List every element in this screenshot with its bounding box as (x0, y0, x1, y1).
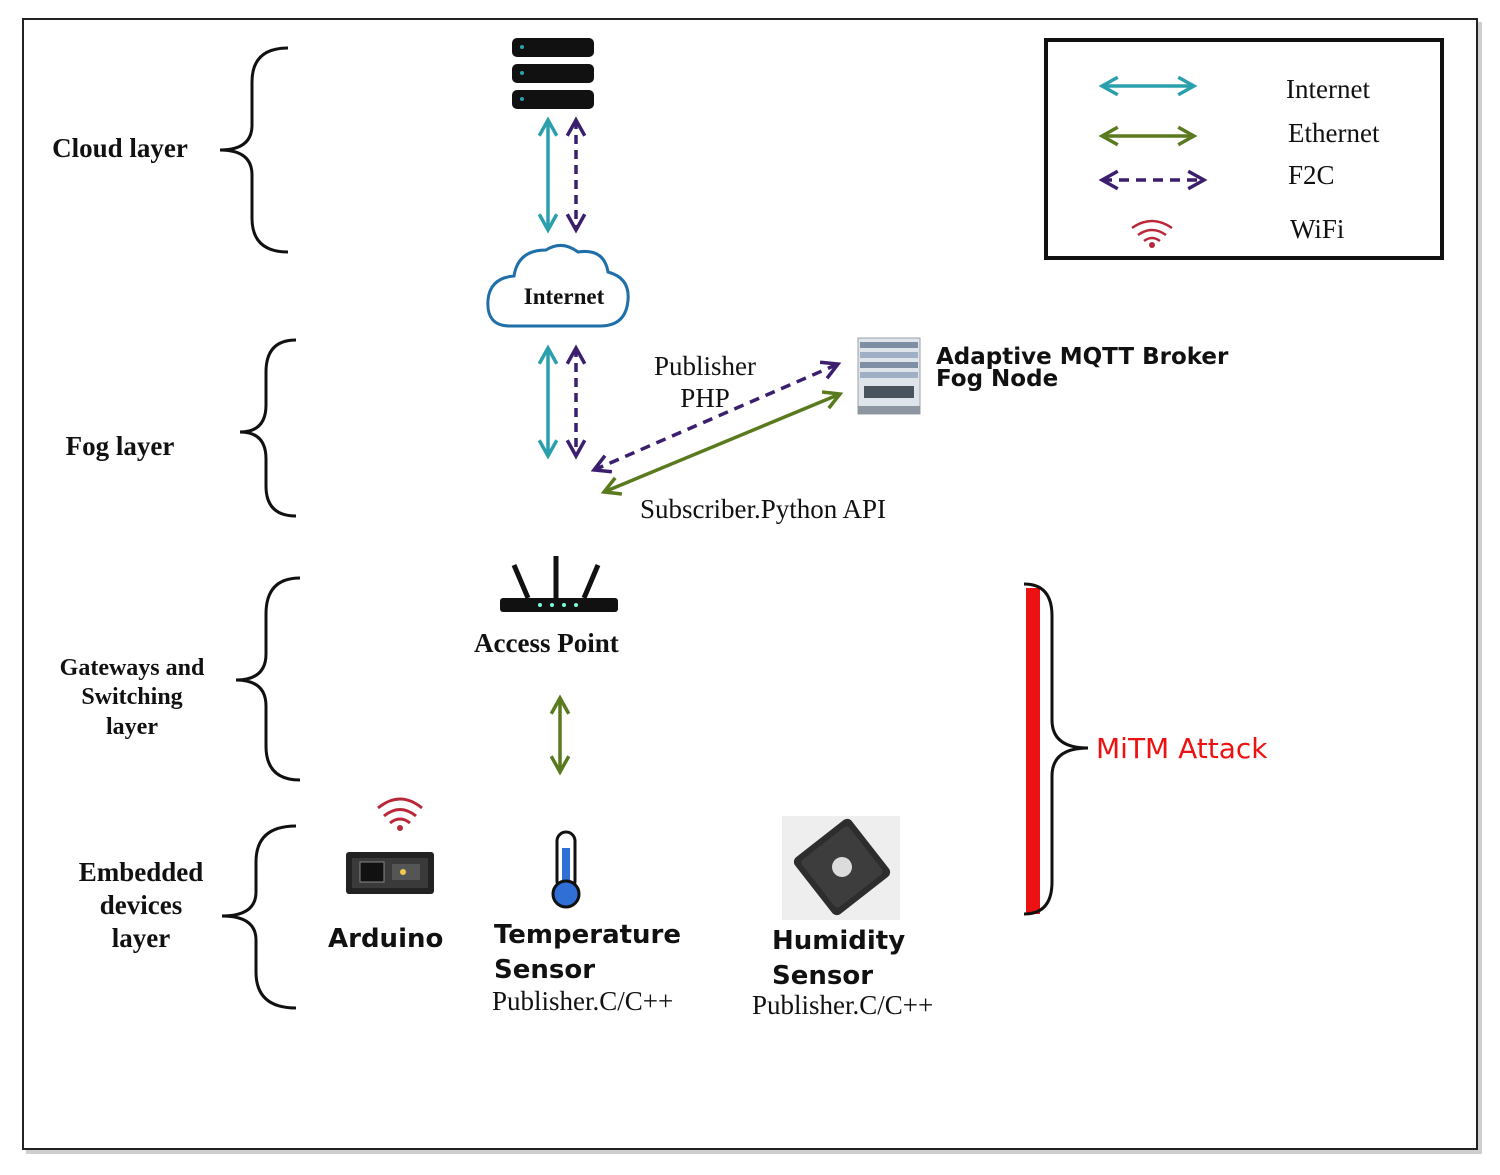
fog-layer-label: Fog layer (65, 431, 175, 461)
broker-server-icon (857, 337, 921, 415)
temperature-publisher-label: Publisher.C/C++ (492, 986, 674, 1016)
arduino-board-icon (346, 852, 434, 894)
fog-layer-brace (239, 338, 297, 518)
arduino-wifi-icon (377, 797, 423, 831)
humidity-sensor-icon (782, 816, 900, 920)
legend-box: Internet Ethernet F2C WiFi (1044, 38, 1444, 260)
legend-symbols (1048, 42, 1448, 248)
publisher-f2c-arrow (594, 364, 838, 470)
internet-cloud-icon (486, 244, 630, 328)
legend-wifi-label: WiFi (1290, 214, 1345, 244)
gateways-layer-brace (235, 576, 301, 782)
mitm-attack-label: MiTM Attack (1096, 732, 1268, 765)
legend-f2c-label: F2C (1288, 160, 1335, 190)
humidity-sensor-label: Humidity Sensor (772, 926, 906, 991)
cloud-layer-brace (219, 46, 289, 254)
publisher-php-label: Publisher PHP (653, 351, 756, 413)
subscriber-label: Subscriber.Python API (640, 494, 887, 524)
broker-label: Adaptive MQTT Broker Fog Node (936, 344, 1229, 392)
thermometer-icon (551, 830, 581, 909)
cloud-layer-label: Cloud layer (52, 133, 188, 163)
legend-internet-label: Internet (1286, 74, 1370, 104)
gateways-layer-label: Gateways and Switching layer (59, 655, 205, 740)
temperature-sensor-label: Temperature Sensor (494, 920, 682, 985)
legend-wifi-icon (1131, 219, 1173, 248)
subscriber-ethernet-arrow (604, 394, 840, 492)
embedded-layer-brace (221, 824, 297, 1010)
mitm-attack-bar (1026, 588, 1040, 914)
embedded-layer-label: Embedded devices layer (78, 857, 204, 953)
internet-cloud-label: Internet (523, 284, 605, 309)
mitm-attack-brace (1023, 582, 1089, 916)
humidity-publisher-label: Publisher.C/C++ (752, 990, 934, 1020)
access-point-label: Access Point (474, 628, 619, 658)
cloud-server-icon (512, 38, 594, 109)
access-point-icon (500, 556, 618, 612)
arduino-label: Arduino (328, 924, 444, 954)
legend-ethernet-label: Ethernet (1288, 118, 1380, 148)
